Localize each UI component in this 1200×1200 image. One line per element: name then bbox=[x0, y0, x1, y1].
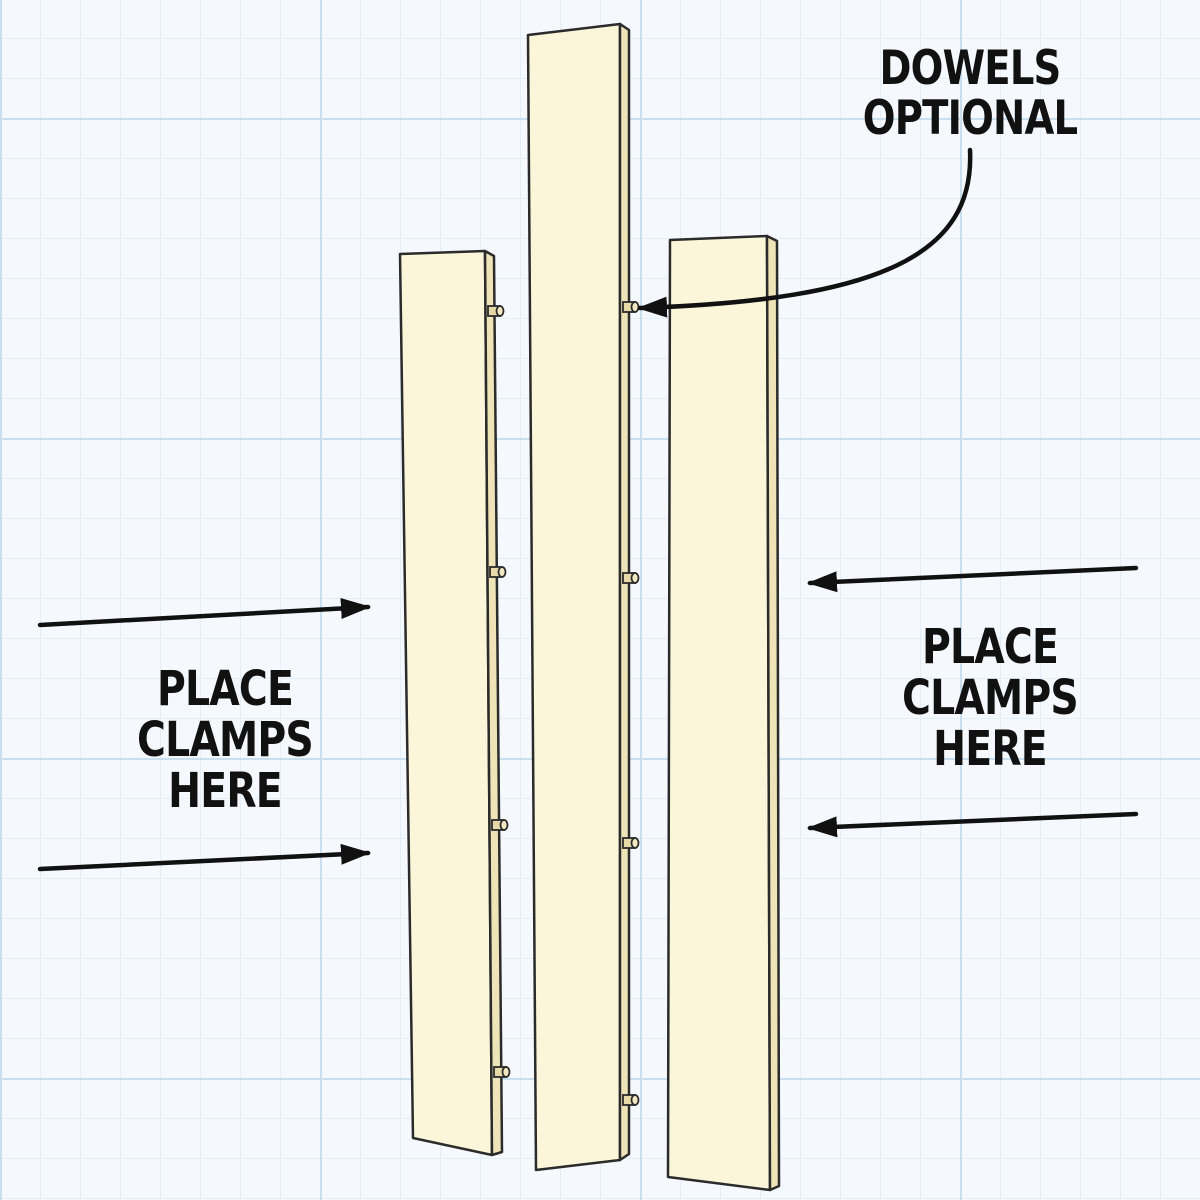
left-board-face bbox=[398, 249, 494, 1157]
clamp-arrow-right-upper bbox=[807, 565, 1139, 593]
right-board-edge bbox=[765, 234, 781, 1192]
left-board bbox=[398, 249, 504, 1157]
place-clamps-label-left: PLACE CLAMPS HERE bbox=[106, 664, 344, 817]
dowel bbox=[622, 1094, 640, 1106]
dowel bbox=[491, 819, 509, 831]
clamp-arrow-left-lower bbox=[37, 843, 371, 872]
label-line: CLAMPS bbox=[137, 711, 314, 768]
dowels-optional-label: DOWELS OPTIONAL bbox=[855, 44, 1085, 144]
dowel bbox=[487, 305, 505, 317]
right-board bbox=[666, 234, 781, 1192]
middle-board-edge bbox=[618, 22, 631, 1162]
dowels-callout-arrow bbox=[637, 147, 973, 318]
label-line: DOWELS bbox=[879, 41, 1062, 96]
label-line: OPTIONAL bbox=[862, 90, 1078, 146]
dowel bbox=[493, 1066, 511, 1078]
dowel bbox=[489, 566, 507, 578]
left-board-dowels bbox=[487, 305, 511, 1078]
dowel bbox=[622, 572, 640, 584]
clamp-arrow-right-lower bbox=[807, 811, 1139, 838]
right-board-face bbox=[666, 234, 772, 1192]
middle-board bbox=[526, 22, 631, 1172]
left-board-edge bbox=[483, 249, 504, 1157]
label-line: HERE bbox=[933, 720, 1048, 777]
label-line: PLACE bbox=[921, 619, 1059, 675]
label-line: CLAMPS bbox=[902, 669, 1079, 726]
dowel bbox=[622, 301, 640, 313]
label-line: HERE bbox=[168, 762, 283, 819]
place-clamps-label-right: PLACE CLAMPS HERE bbox=[871, 622, 1109, 775]
dowel bbox=[622, 837, 640, 849]
clamp-arrow-left-upper bbox=[37, 597, 371, 628]
middle-board-face bbox=[526, 22, 622, 1172]
label-line: PLACE bbox=[156, 661, 294, 717]
